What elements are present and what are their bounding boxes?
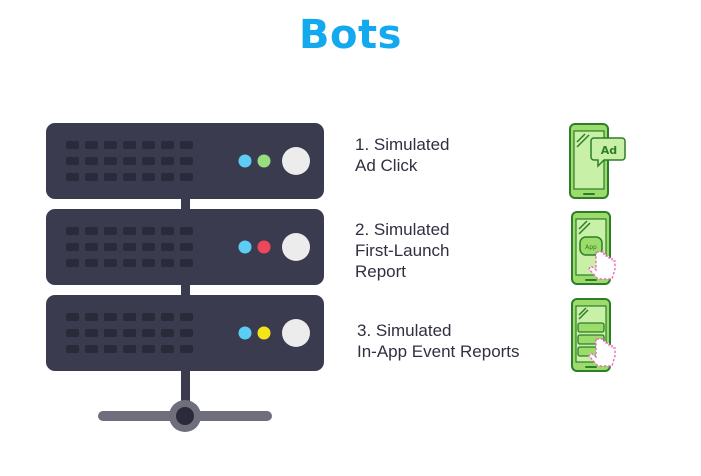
vent-slot — [66, 259, 79, 267]
vent-slot — [66, 345, 79, 353]
step-2-line-2: First-Launch — [355, 241, 450, 260]
vent-slot — [104, 157, 117, 165]
vent-slot — [142, 259, 155, 267]
page-title: Bots — [299, 12, 402, 58]
vent-slot — [180, 313, 193, 321]
vent-slot — [104, 313, 117, 321]
vent-slot — [142, 313, 155, 321]
vent-slot — [123, 173, 136, 181]
status-led-red — [257, 240, 271, 254]
phone-in-app-events-icon — [571, 298, 616, 372]
step-1-line-1: 1. Simulated — [355, 135, 450, 154]
vent-slot — [85, 173, 98, 181]
step-3-line-2: In-App Event Reports — [357, 342, 520, 361]
vent-slot — [180, 173, 193, 181]
step-1-label: 1. Simulated Ad Click — [355, 134, 450, 176]
vent-slot — [123, 329, 136, 337]
power-button-icon — [282, 233, 310, 261]
step-2-label: 2. Simulated First-Launch Report — [355, 219, 450, 282]
vent-slot — [85, 329, 98, 337]
server-unit-2 — [46, 209, 324, 285]
vent-slot — [123, 313, 136, 321]
step-2-line-3: Report — [355, 262, 407, 281]
phone-app-launch-icon: App — [571, 211, 616, 285]
vent-slot — [85, 243, 98, 251]
vent-slot — [180, 157, 193, 165]
vent-slot — [161, 157, 174, 165]
vent-slot — [142, 329, 155, 337]
vent-slot — [161, 243, 174, 251]
vent-slot — [104, 173, 117, 181]
server-unit-3 — [46, 295, 324, 371]
status-led-green — [257, 154, 271, 168]
status-led-blue — [238, 154, 252, 168]
vent-slot — [104, 141, 117, 149]
vent-slot — [161, 141, 174, 149]
vent-slot — [66, 227, 79, 235]
vent-slot — [161, 227, 174, 235]
vent-slot — [180, 141, 193, 149]
server-unit-1 — [46, 123, 324, 199]
step-1-line-2: Ad Click — [355, 156, 418, 175]
vent-slot — [161, 259, 174, 267]
status-led-yellow — [257, 326, 271, 340]
vent-slot — [142, 227, 155, 235]
vent-slot — [104, 345, 117, 353]
ad-badge-text: Ad — [601, 144, 617, 157]
vent-slot — [180, 243, 193, 251]
power-button-icon — [282, 319, 310, 347]
vent-slot — [142, 157, 155, 165]
vent-slot — [180, 329, 193, 337]
vent-slot — [180, 227, 193, 235]
vent-slot — [161, 329, 174, 337]
vent-slot — [85, 141, 98, 149]
step-2-line-1: 2. Simulated — [355, 220, 450, 239]
vent-slot — [123, 157, 136, 165]
vent-slot — [85, 157, 98, 165]
vent-slot — [66, 173, 79, 181]
vent-slot — [123, 345, 136, 353]
vent-slot — [104, 227, 117, 235]
vent-slot — [142, 243, 155, 251]
vent-slot — [85, 313, 98, 321]
vent-slot — [123, 227, 136, 235]
vent-slot — [142, 141, 155, 149]
status-led-blue — [238, 326, 252, 340]
status-led-blue — [238, 240, 252, 254]
vent-slot — [66, 329, 79, 337]
vent-slot — [85, 259, 98, 267]
power-button-icon — [282, 147, 310, 175]
vent-slot — [85, 345, 98, 353]
vent-slot — [180, 345, 193, 353]
vent-slot — [123, 259, 136, 267]
vent-slot — [66, 313, 79, 321]
vent-slot — [142, 173, 155, 181]
vent-slot — [66, 243, 79, 251]
phone-ad-click-icon: Ad — [569, 123, 626, 199]
vent-slot — [161, 173, 174, 181]
step-3-line-1: 3. Simulated — [357, 321, 452, 340]
network-node-inner — [176, 407, 194, 425]
vent-slot — [85, 227, 98, 235]
vent-slot — [104, 259, 117, 267]
app-badge-text: App — [585, 244, 597, 251]
vent-slot — [142, 345, 155, 353]
vent-slot — [180, 259, 193, 267]
vent-slot — [123, 141, 136, 149]
vent-slot — [161, 313, 174, 321]
vent-slot — [66, 157, 79, 165]
vent-slot — [123, 243, 136, 251]
step-3-label: 3. Simulated In-App Event Reports — [357, 320, 520, 362]
vent-slot — [104, 329, 117, 337]
vent-slot — [161, 345, 174, 353]
vent-slot — [66, 141, 79, 149]
vent-slot — [104, 243, 117, 251]
